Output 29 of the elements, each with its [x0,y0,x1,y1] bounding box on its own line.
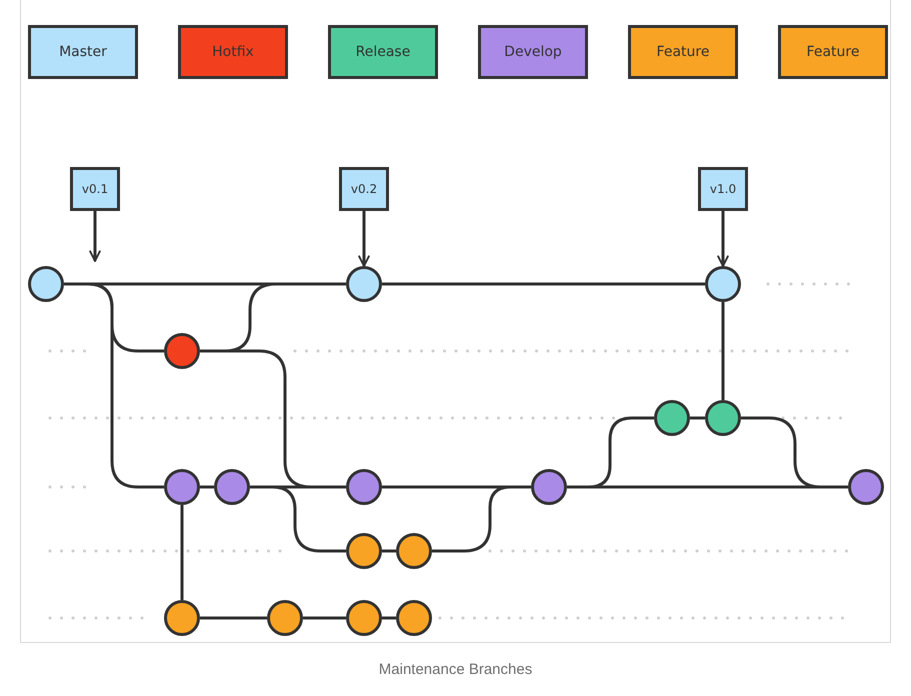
branch-line [250,486,346,552]
branch-line [432,486,531,552]
branch-line [722,302,724,400]
branch-line [64,282,164,488]
branch-line [382,550,396,552]
version-tag-box [70,167,120,211]
legend-key: Feature [778,25,888,79]
arrow [358,211,370,267]
arrow [717,211,729,267]
caption: Maintenance Branches [378,661,532,678]
version-label: v1.0 [710,182,736,196]
branch-line [690,416,705,420]
arrow [89,211,101,262]
branch-line [303,616,346,620]
legend-key: Release [328,25,438,79]
legend-key: Hotfix [178,25,288,79]
version-tag-box [698,167,748,211]
version-label: v0.2 [350,182,378,196]
legend-key: Feature [628,25,738,79]
branch-line [567,486,848,488]
version-label: v0.1 [82,182,108,196]
legend-key: Develop [478,25,588,79]
branch-line [180,505,184,600]
branch-line [382,616,396,620]
legend-key: Master [28,25,138,79]
branch-line [382,282,705,286]
branch-line [200,616,267,620]
branch-line [200,486,214,488]
version-tag-box [339,167,389,211]
